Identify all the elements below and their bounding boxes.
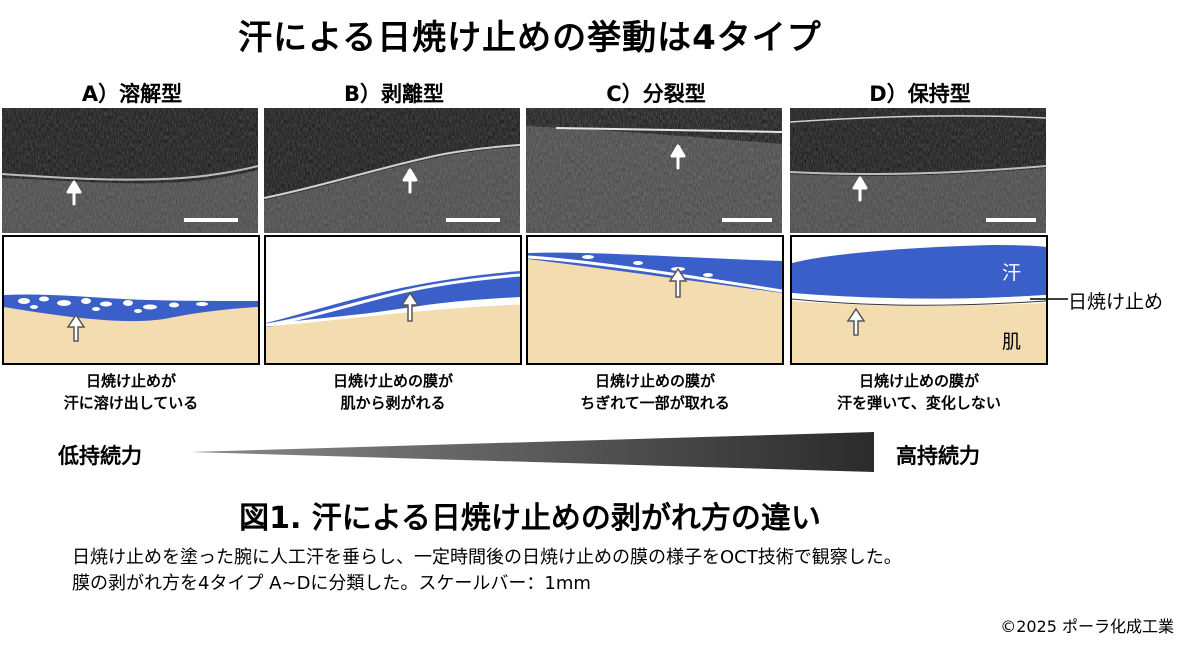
skin-label: 肌: [1002, 331, 1022, 353]
arrow-up-icon: [66, 313, 86, 342]
caption-c-line-1: 日焼け止めの膜が: [594, 372, 715, 390]
oct-image-a: [2, 108, 258, 233]
sunscreen-label: 日焼け止め: [1068, 291, 1164, 313]
sunscreen-leader-line: [1030, 298, 1068, 300]
panel-label-a: A）溶解型: [81, 82, 183, 106]
caption-c: 日焼け止めの膜が ちぎれて一部が取れる: [524, 370, 786, 414]
scale-bar: [986, 218, 1036, 222]
arrow-up-icon: [400, 291, 420, 322]
panel-label-c: C）分裂型: [606, 82, 706, 106]
scale-bar: [446, 218, 500, 222]
caption-d-line-1: 日焼け止めの膜が: [858, 372, 979, 390]
arrow-up-icon: [402, 168, 418, 194]
description-line-1: 日焼け止めを塗った腕に人工汗を垂らし、一定時間後の日焼け止めの膜の様子をOCT技…: [72, 547, 902, 568]
arrow-up-icon: [846, 307, 866, 336]
endurance-wedge: [190, 432, 874, 472]
description: 日焼け止めを塗った腕に人工汗を垂らし、一定時間後の日焼け止めの膜の様子をOCT技…: [72, 545, 902, 597]
caption-a-line-1: 日焼け止めが: [85, 372, 176, 390]
caption-d-line-2: 汗を弾いて、変化しない: [837, 394, 1001, 412]
sweat-label: 汗: [1002, 262, 1022, 284]
caption-b: 日焼け止めの膜が 肌から剥がれる: [262, 370, 524, 414]
scale-bar: [184, 218, 238, 222]
caption-a-line-2: 汗に溶け出している: [63, 394, 199, 412]
schematic-a: [2, 235, 260, 365]
arrow-up-icon: [66, 180, 82, 206]
oct-image-d: [790, 108, 1046, 233]
caption-a: 日焼け止めが 汗に溶け出している: [0, 370, 262, 414]
schematic-d: [790, 235, 1048, 365]
figure-title: 図1. 汗による日焼け止めの剥がれ方の違い: [239, 501, 821, 536]
arrow-up-icon: [670, 144, 686, 170]
oct-image-c: [526, 108, 782, 233]
high-endurance-label: 高持続力: [896, 444, 980, 468]
low-endurance-label: 低持続力: [58, 444, 142, 468]
scale-bar: [722, 218, 772, 222]
caption-d: 日焼け止めの膜が 汗を弾いて、変化しない: [788, 370, 1050, 414]
arrow-up-icon: [668, 267, 688, 298]
panel-label-b: B）剥離型: [343, 82, 444, 106]
description-line-2: 膜の剥がれ方を4タイプ A~Dに分類した。スケールバー：1mm: [72, 573, 591, 594]
copyright: ©2025 ポーラ化成工業: [1000, 617, 1174, 636]
arrow-up-icon: [852, 176, 868, 202]
caption-b-line-2: 肌から剥がれる: [340, 394, 446, 412]
caption-b-line-1: 日焼け止めの膜が: [332, 372, 453, 390]
panel-label-d: D）保持型: [869, 82, 971, 106]
oct-image-b: [264, 108, 520, 233]
main-title: 汗による日焼け止めの挙動は4タイプ: [238, 18, 822, 58]
schematic-c: [526, 235, 784, 365]
schematic-b: [264, 235, 522, 365]
caption-c-line-2: ちぎれて一部が取れる: [580, 394, 730, 412]
